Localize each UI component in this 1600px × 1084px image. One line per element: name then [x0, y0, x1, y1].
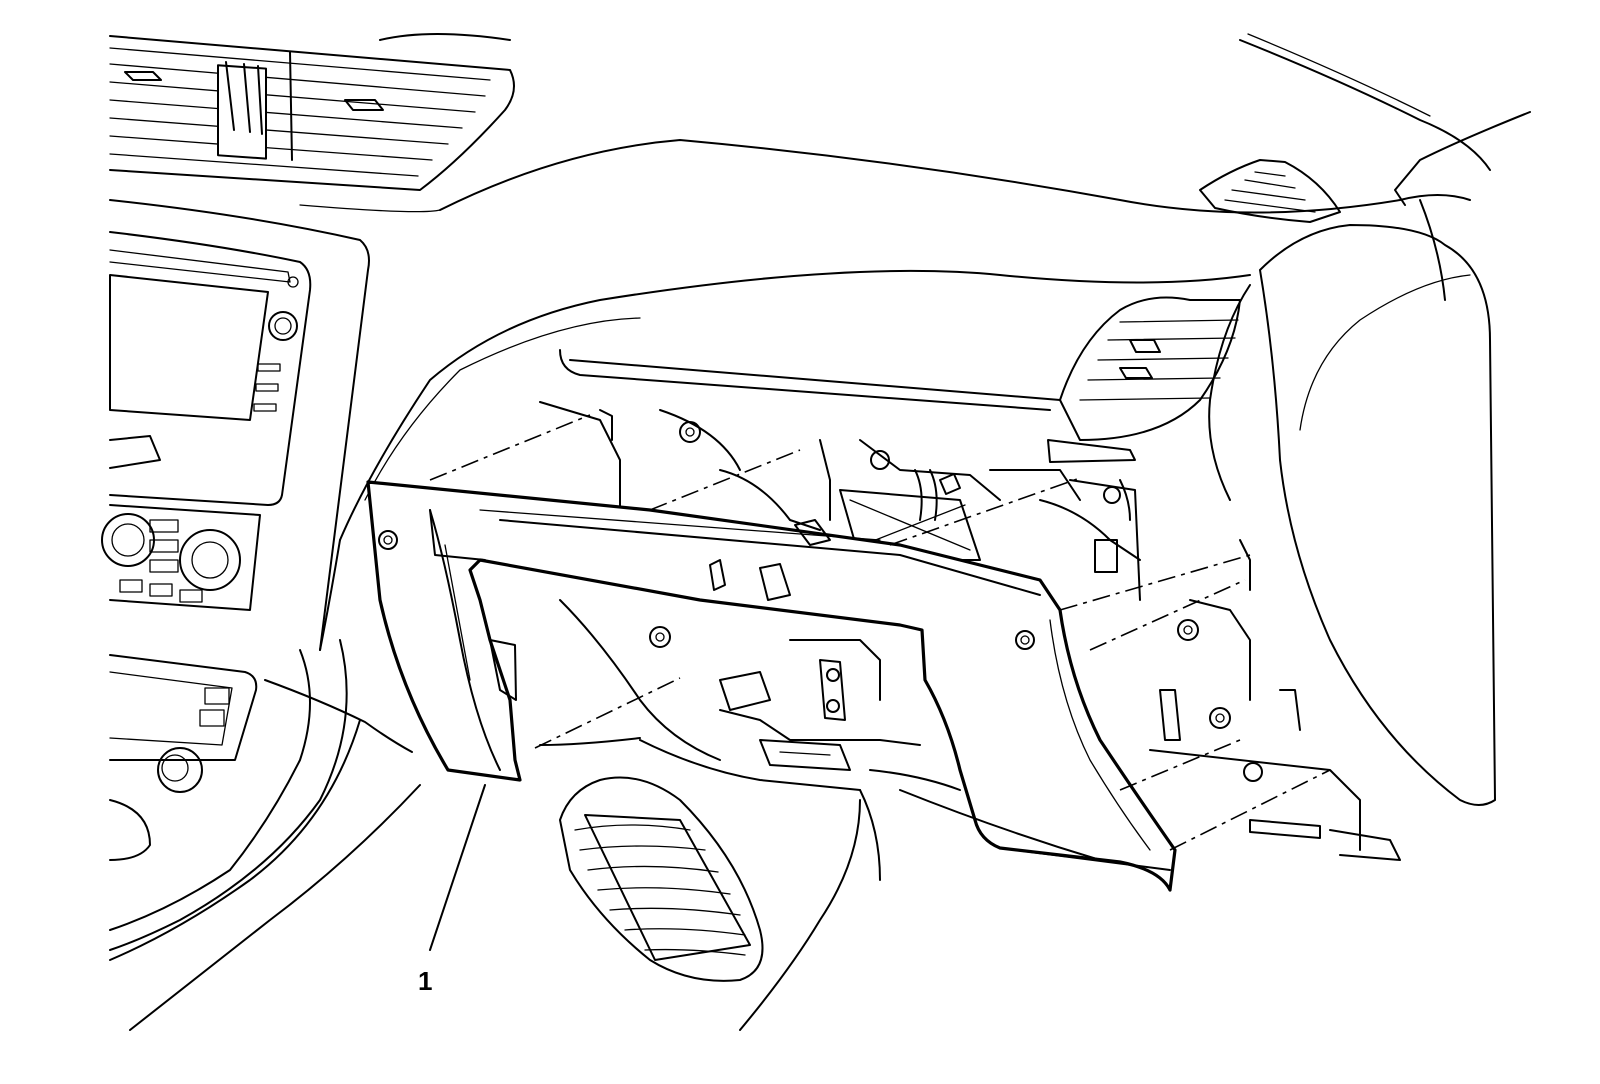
climate-controls [101, 504, 261, 611]
callout-label: 1 [418, 966, 432, 996]
knee-air-vent [559, 776, 764, 982]
glove-box-assembly [366, 480, 1177, 892]
removal-direction-lines [429, 414, 1331, 851]
radio-unit [109, 199, 370, 651]
windshield-edge [1239, 33, 1531, 206]
callout-1: 1 [418, 784, 486, 996]
dash-top-surface [299, 33, 1471, 214]
lower-dash-lines [739, 789, 1101, 1031]
center-air-vent [109, 35, 515, 191]
passenger-vent [559, 296, 1241, 463]
dash-right-end [1208, 199, 1496, 806]
glovebox-lower-bin [559, 599, 961, 881]
left-fascia-contour [129, 269, 1251, 1031]
lower-center-stack [109, 639, 361, 961]
glovebox-opening-interior [539, 401, 1401, 861]
side-air-vent-upper [1199, 159, 1341, 223]
